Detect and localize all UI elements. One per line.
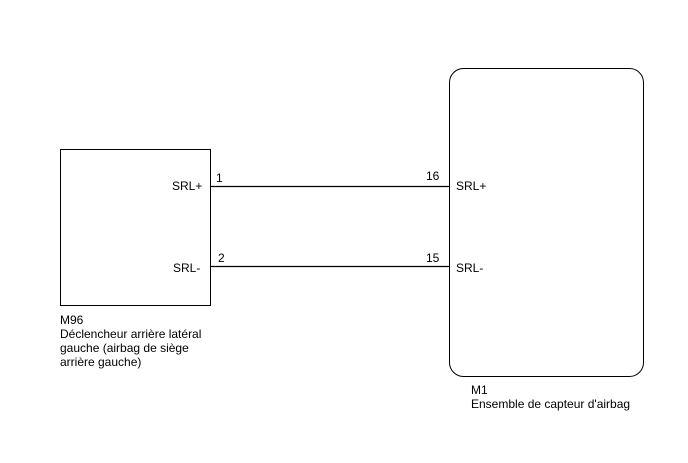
left-component-name-line-3: arrière gauche) [60, 355, 142, 369]
left-pin-number-1: 1 [216, 171, 223, 185]
right-pin-number-16: 16 [426, 169, 440, 183]
right-pin-number-15: 15 [426, 251, 440, 265]
left-component-caption: M96 Déclencheur arrière latéral gauche (… [60, 313, 201, 369]
left-component-box [60, 149, 211, 306]
right-component-name: Ensemble de capteur d'airbag [471, 397, 631, 411]
left-pin-signal-srl-plus: SRL+ [172, 179, 203, 193]
left-component-name-line-1: Déclencheur arrière latéral [60, 327, 202, 341]
right-component-box [449, 68, 644, 377]
left-component-name-line-2: gauche (airbag de siège [60, 341, 189, 355]
left-pin-number-2: 2 [218, 251, 225, 265]
right-component-caption: M1 Ensemble de capteur d'airbag [471, 383, 630, 411]
right-pin-signal-srl-plus: SRL+ [456, 179, 487, 193]
right-pin-signal-srl-minus: SRL- [456, 261, 484, 275]
left-component-code: M96 [60, 313, 84, 327]
left-pin-signal-srl-minus: SRL- [173, 261, 201, 275]
right-component-code: M1 [471, 383, 488, 397]
